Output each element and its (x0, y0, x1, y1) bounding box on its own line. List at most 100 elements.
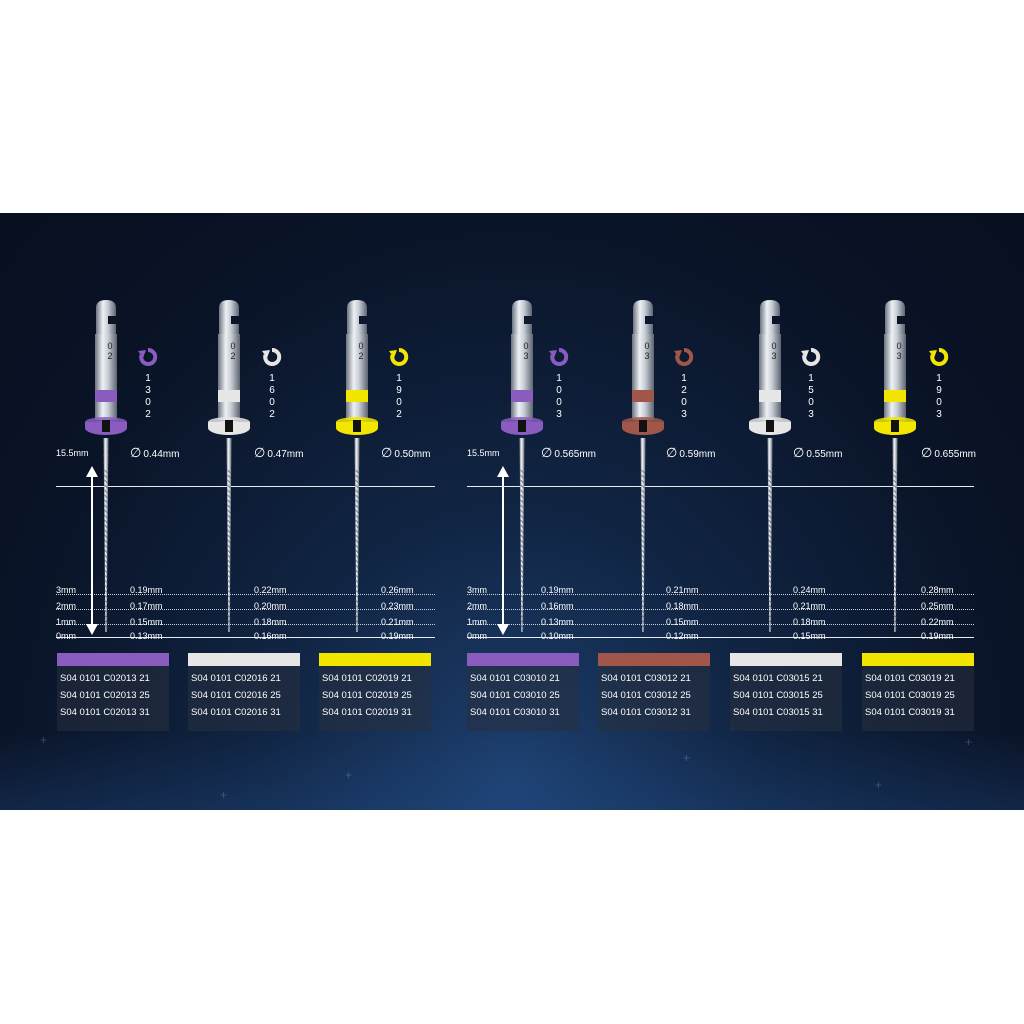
level-label: 1mm (56, 617, 76, 627)
shaft-digit: 3 (771, 351, 777, 361)
part-number: S04 0101 C02013 21 (60, 673, 150, 684)
length-arrow-icon (497, 466, 509, 635)
endodontic-file-icon (874, 300, 916, 632)
guide-line (467, 637, 974, 638)
part-number: S04 0101 C03012 21 (601, 673, 691, 684)
tip-size-digit: 1 (681, 373, 687, 384)
level-diameter: 0.23mm (381, 601, 414, 611)
tip-size-digit: 1 (269, 373, 275, 384)
level-diameter: 0.13mm (541, 617, 574, 627)
rotation-icon (929, 347, 949, 366)
shaft-digit: 0 (230, 341, 236, 351)
part-number: S04 0101 C02019 31 (322, 707, 412, 718)
working-length-label: 15.5mm (467, 448, 500, 458)
tip-size-digit: 2 (269, 409, 275, 420)
color-code-bar (598, 653, 710, 666)
max-diameter-value: 0.565mm (554, 449, 597, 460)
level-diameter: 0.19mm (541, 585, 574, 595)
part-number: S04 0101 C03010 31 (470, 707, 560, 718)
guide-line (467, 609, 974, 610)
level-diameter: 0.16mm (541, 601, 574, 611)
color-code-bar (862, 653, 974, 666)
level-diameter: 0.18mm (793, 617, 826, 627)
level-label: 3mm (467, 585, 487, 595)
tip-size-digit: 2 (396, 409, 402, 420)
tip-size-digit: 0 (936, 397, 942, 408)
part-number: S04 0101 C03015 31 (733, 707, 823, 718)
sparkle-icon: + (220, 788, 228, 802)
part-number: S04 0101 C03015 25 (733, 690, 823, 701)
level-label: 1mm (467, 617, 487, 627)
part-number: S04 0101 C03012 31 (601, 707, 691, 718)
tip-size-digit: 2 (145, 409, 151, 420)
part-number: S04 0101 C03019 31 (865, 707, 955, 718)
tip-size-digit: 0 (556, 397, 562, 408)
max-diameter-label: ∅0.655mm (921, 445, 977, 461)
max-diameter-label: ∅0.59mm (666, 446, 715, 461)
shaft-digit: 3 (523, 351, 529, 361)
tip-size-digit: 9 (396, 385, 402, 396)
endodontic-file-icon (336, 300, 378, 632)
diameter-icon: ∅ (921, 445, 933, 460)
level-diameter: 0.22mm (921, 617, 954, 627)
rotation-icon (262, 347, 282, 366)
guide-line (56, 609, 435, 610)
part-number: S04 0101 C02013 31 (60, 707, 150, 718)
level-diameter: 0.15mm (793, 631, 826, 641)
part-number-list: S04 0101 C03012 21 S04 0101 C03012 25 S04 … (598, 666, 710, 731)
guide-line (56, 486, 435, 487)
level-diameter: 0.25mm (921, 601, 954, 611)
color-code-bar (467, 653, 579, 666)
color-code-bar (57, 653, 169, 666)
guide-line (56, 637, 435, 638)
part-number: S04 0101 C02013 25 (60, 690, 150, 701)
tip-size-digit: 5 (808, 385, 814, 396)
part-number: S04 0101 C02016 21 (191, 673, 281, 684)
max-diameter-value: 0.655mm (934, 449, 977, 460)
part-number-card: S04 0101 C03012 21 S04 0101 C03012 25 S04 … (598, 653, 710, 731)
max-diameter-label: ∅0.50mm (381, 445, 431, 461)
level-diameter: 0.28mm (921, 585, 954, 595)
diameter-icon: ∅ (541, 445, 553, 460)
tip-size-digit: 0 (396, 397, 402, 408)
tip-size-digit: 1 (396, 373, 402, 384)
sparkle-icon: + (345, 768, 353, 782)
diameter-icon: ∅ (130, 445, 142, 460)
shaft-digit: 0 (896, 341, 902, 351)
diameter-icon: ∅ (381, 445, 393, 460)
sparkle-icon: + (683, 751, 691, 765)
level-diameter: 0.15mm (130, 617, 163, 627)
part-number: S04 0101 C03012 25 (601, 690, 691, 701)
max-diameter-value: 0.50mm (394, 449, 431, 460)
tip-size-digit: 0 (145, 397, 151, 408)
shaft-digit: 3 (644, 351, 650, 361)
endodontic-file-icon (749, 300, 791, 632)
level-label: 0mm (56, 631, 76, 641)
max-diameter-value: 0.44mm (143, 449, 180, 460)
rotation-icon (674, 347, 694, 366)
level-diameter: 0.21mm (381, 617, 414, 627)
guide-line (56, 624, 435, 625)
floor-glow (0, 733, 1024, 810)
sparkle-icon: + (965, 735, 973, 749)
level-diameter: 0.19mm (130, 585, 163, 595)
rotation-icon (138, 347, 158, 366)
tip-size-digit: 3 (936, 409, 942, 420)
working-length-label: 15.5mm (56, 448, 89, 458)
endodontic-file-icon (501, 300, 543, 632)
